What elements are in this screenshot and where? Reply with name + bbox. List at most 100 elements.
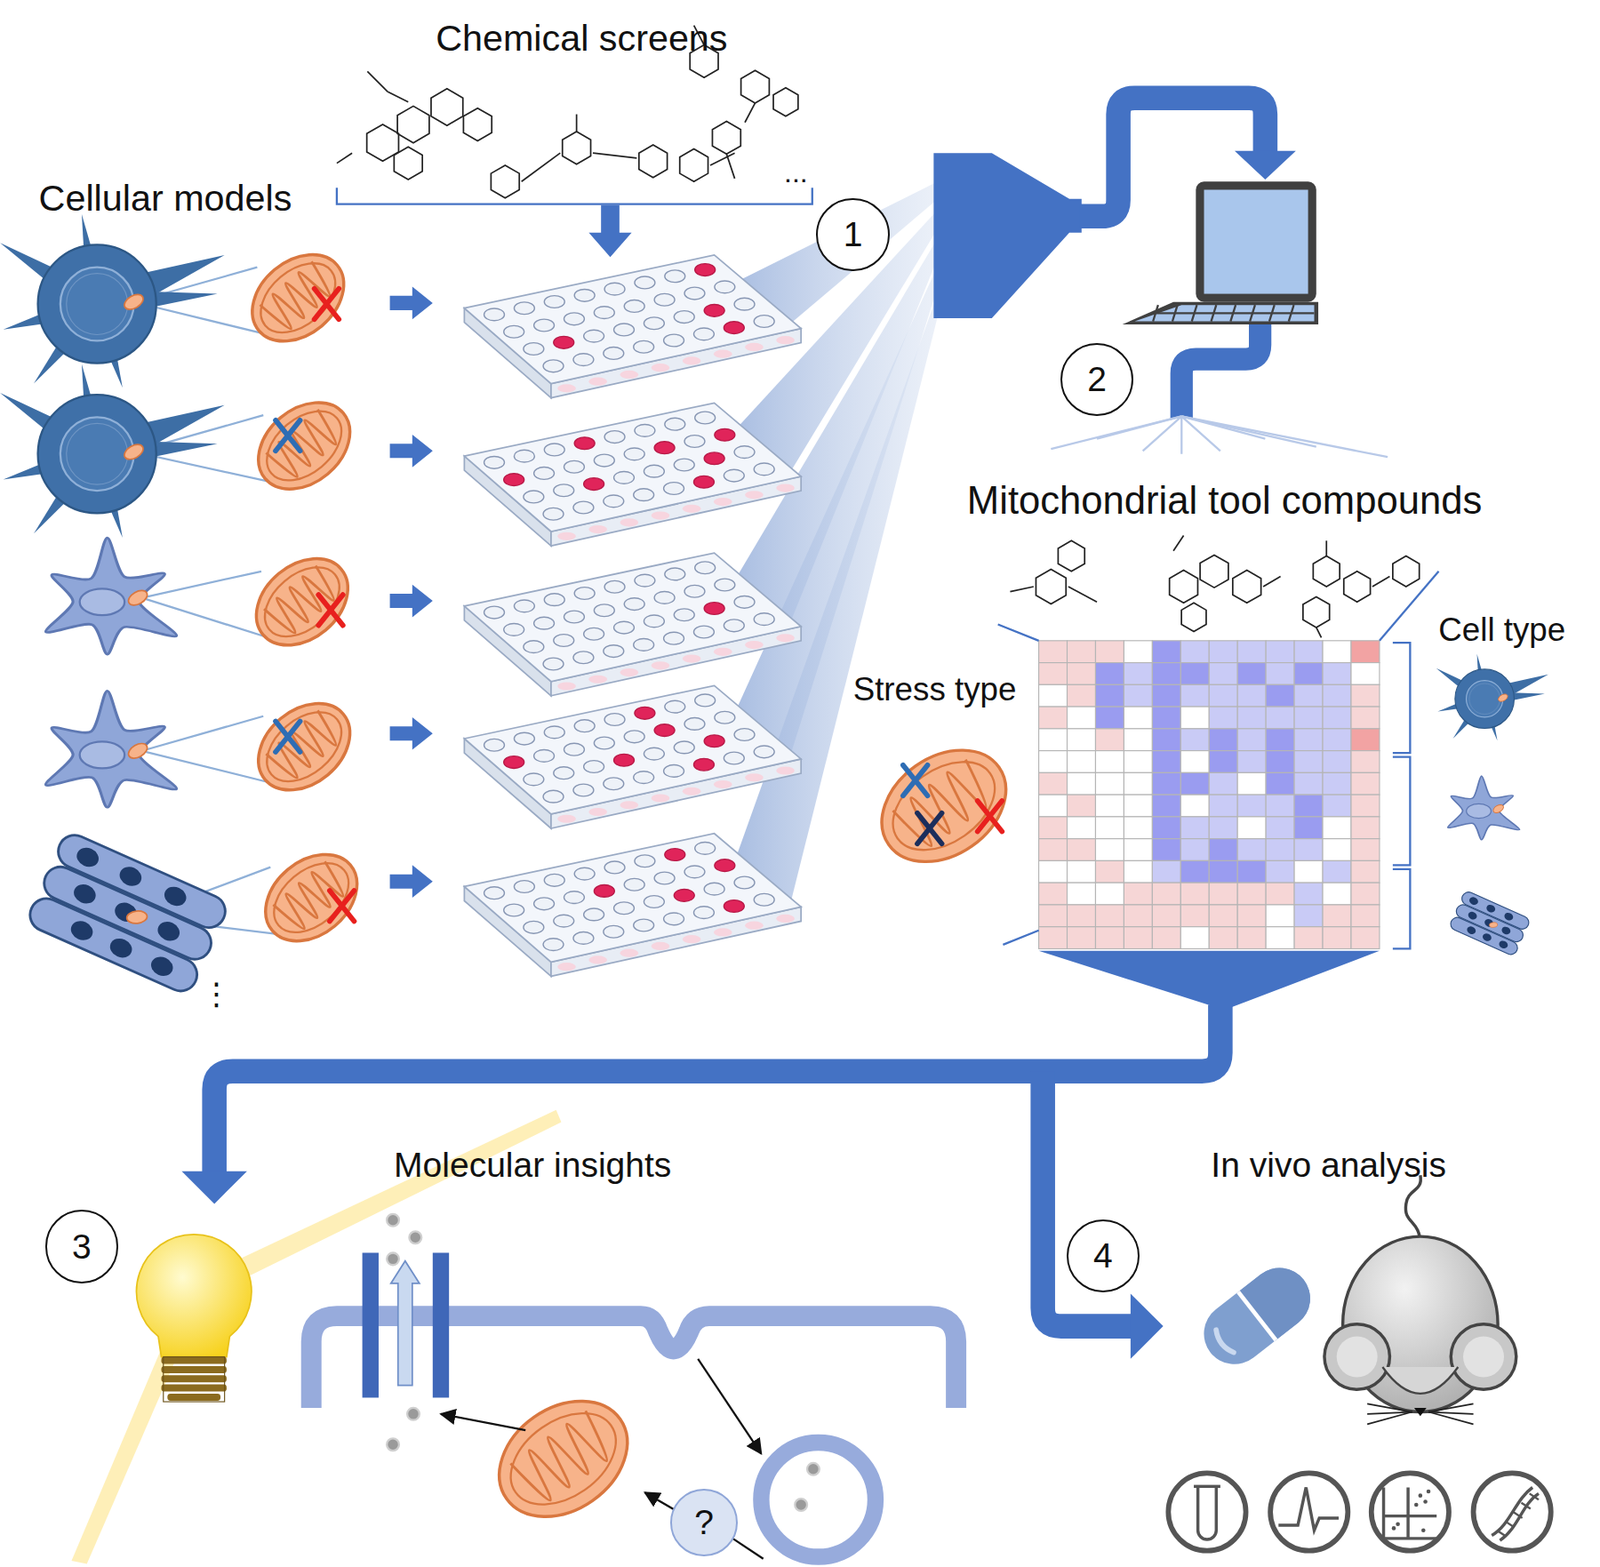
chemical-ring <box>1392 556 1420 587</box>
plate-well <box>634 424 656 437</box>
chemical-bond <box>1372 576 1391 586</box>
facs-dot <box>1414 1503 1419 1508</box>
stress-x-mark <box>314 288 340 320</box>
dna-rung <box>1529 1493 1539 1500</box>
plate-well <box>634 706 656 720</box>
plate-well <box>584 908 605 921</box>
callout-circle: 2 <box>1060 343 1135 417</box>
mito-inner-membrane <box>876 744 1011 869</box>
plate-well <box>654 592 675 605</box>
plate-well <box>603 645 624 658</box>
heatmap-cell <box>1152 860 1181 883</box>
heatmap-cell <box>1067 927 1096 950</box>
plate-well <box>643 747 664 760</box>
plate-well <box>734 595 755 608</box>
chemical-bond <box>387 91 408 102</box>
plate-well <box>534 467 555 480</box>
fiber-nucleus <box>148 953 176 980</box>
chemical-ring <box>1169 570 1199 604</box>
heatmap-cell <box>1123 860 1152 883</box>
plate-well <box>673 311 695 324</box>
capsule-half <box>1238 1256 1323 1341</box>
plate-well <box>633 488 655 502</box>
mouse-ear <box>1324 1324 1390 1390</box>
heatmap-cell <box>1237 684 1266 707</box>
chemical-ring <box>562 131 592 165</box>
stress-x-mark <box>329 890 355 921</box>
plate-well <box>584 478 605 491</box>
heatmap-cell <box>1208 927 1238 950</box>
plate-well <box>624 598 645 611</box>
plate-well-bottom <box>588 955 608 964</box>
plate-well <box>684 584 705 598</box>
plate-well <box>673 888 695 902</box>
heatmap-cell <box>1039 728 1068 752</box>
fiber-nucleus <box>160 883 189 910</box>
capsule-highlight <box>1213 1329 1234 1355</box>
small-mitochondrion <box>126 910 148 925</box>
pointer-line <box>732 1538 763 1560</box>
chemical-ring <box>1232 570 1262 604</box>
facs-dot <box>1395 1521 1400 1527</box>
plate-well <box>693 906 714 920</box>
callout-number: 2 <box>1087 360 1107 400</box>
plate-well <box>634 574 656 587</box>
plate-well <box>484 308 505 321</box>
pill-capsule <box>1192 1256 1323 1377</box>
heatmap-cell <box>1180 640 1209 664</box>
plate-well-bottom <box>651 942 671 951</box>
heatmap-cell <box>1322 839 1352 862</box>
bracket <box>1392 642 1411 753</box>
nucleus <box>1466 680 1504 718</box>
x-stroke <box>275 420 301 451</box>
analysis-icon-ring <box>1371 1472 1449 1551</box>
plate-well <box>574 587 595 600</box>
facs-dot <box>1418 1493 1424 1498</box>
plate-well <box>633 771 655 784</box>
heatmap-cell <box>1039 927 1068 950</box>
heatmap-cell <box>1123 663 1152 686</box>
plate-well <box>484 606 505 619</box>
heatmap-cell <box>1265 684 1295 707</box>
fiber-nucleus <box>73 844 102 871</box>
plate-well-bottom <box>713 648 733 656</box>
plate-well-bottom <box>557 532 576 541</box>
fiber-nucleus <box>1485 903 1497 914</box>
fiber-nucleus <box>116 863 144 889</box>
heatmap-cell <box>1152 728 1181 752</box>
plate-well <box>723 900 744 913</box>
ion-particle <box>386 1438 400 1451</box>
stress-x-mark <box>977 800 1003 832</box>
pipe-arrow-head <box>1130 1293 1164 1359</box>
stress-x-mark <box>917 813 943 844</box>
plate-well <box>673 458 695 472</box>
block-arrow <box>588 205 632 258</box>
nucleus <box>60 416 135 491</box>
plate-well-bottom <box>588 808 608 816</box>
plate-well <box>563 312 584 326</box>
mito-inner-membrane <box>254 698 355 796</box>
mitochondrion <box>235 237 361 360</box>
facs-dot <box>1423 1499 1428 1504</box>
mitochondrion <box>477 1377 650 1542</box>
heatmap-cell <box>1095 904 1124 928</box>
mito-outer-membrane <box>241 686 368 808</box>
chemical-bond <box>367 71 388 92</box>
heatmap-cell <box>1237 927 1266 950</box>
mouse-whisker <box>1367 1412 1413 1425</box>
test-tube-icon <box>1198 1486 1217 1540</box>
laptop-display <box>1204 189 1309 294</box>
plate-well <box>534 749 555 762</box>
stress-x-mark <box>903 765 928 796</box>
bulb-base-ring <box>160 1375 226 1383</box>
plate-well <box>543 938 564 952</box>
heatmap-cell <box>1351 728 1380 752</box>
heatmap-cell <box>1294 706 1323 729</box>
x-stroke <box>318 594 344 625</box>
heatmap-cell <box>1294 751 1323 774</box>
heatmap-cell <box>1351 839 1380 862</box>
ion-particle <box>408 1231 422 1244</box>
plate-well <box>664 417 686 431</box>
heatmap-cell <box>1180 663 1209 686</box>
